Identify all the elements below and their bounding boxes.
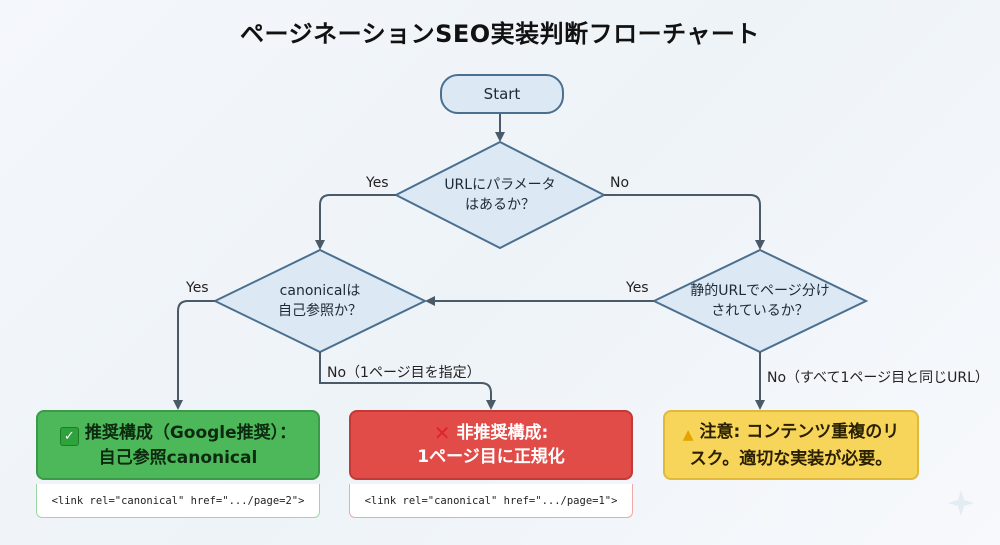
warning-icon: ▲ xyxy=(682,426,694,443)
result-text: 非推奨構成: xyxy=(456,423,549,443)
edge-label-d3-no: No（すべて1ページ目と同じURL） xyxy=(767,370,989,386)
result-recommended: ✓推奨構成（Google推奨）： 自己参照canonical xyxy=(36,410,320,480)
arrow-d1-yes xyxy=(315,194,396,250)
decision-diamond-url-param xyxy=(393,140,607,250)
cross-icon: ✕ xyxy=(433,421,451,445)
decision-label-url-param: URLにパラメータ はあるか？ xyxy=(420,175,580,215)
arrow-d2-no xyxy=(319,352,496,410)
decision-text-line: 静的URLでページ分け xyxy=(690,283,830,299)
result-caution: ▲ 注意: コンテンツ重複のリ スク。適切な実装が必要。 xyxy=(663,410,919,480)
edge-label-d2-no: No（1ページ目を指定） xyxy=(327,365,481,381)
check-icon: ✓ xyxy=(59,426,79,446)
sparkle-icon xyxy=(948,490,974,516)
decision-label-canonical: canonicalは 自己参照か？ xyxy=(240,281,400,321)
edge-label-d3-yes: Yes xyxy=(626,280,649,296)
result-text: スク。適切な実装が必要。 xyxy=(689,448,893,469)
decision-label-static-url: 静的URLでページ分け されているか？ xyxy=(670,281,850,321)
page-title: ページネーションSEO実装判断フローチャート xyxy=(240,20,760,48)
decision-text-line: canonicalは xyxy=(279,283,361,299)
arrow-d1-no xyxy=(604,194,765,250)
edge-label-d1-no: No xyxy=(610,175,630,191)
decision-text-line: 自己参照か？ xyxy=(278,303,362,319)
code-snippet-page1-canonical: <link rel="canonical" href=".../page=1"> xyxy=(349,484,633,518)
result-text: 1ページ目に正規化 xyxy=(417,447,565,467)
edge-label-d2-yes: Yes xyxy=(186,280,209,296)
start-node: Start xyxy=(440,74,564,114)
decision-text-line: URLにパラメータ xyxy=(444,177,556,193)
result-not-recommended: ✕非推奨構成: 1ページ目に正規化 xyxy=(349,410,633,480)
code-snippet-self-canonical: <link rel="canonical" href=".../page=2"> xyxy=(36,484,320,518)
result-text: 推奨構成（Google推奨）： xyxy=(84,422,297,443)
decision-text-line: されているか？ xyxy=(711,303,809,319)
edge-label-d1-yes: Yes xyxy=(366,175,389,191)
result-text: 注意: コンテンツ重複のリ xyxy=(699,421,900,442)
result-text: 自己参照canonical xyxy=(98,447,258,468)
arrow-d2-yes xyxy=(173,300,215,410)
decision-text-line: はあるか？ xyxy=(465,197,535,213)
